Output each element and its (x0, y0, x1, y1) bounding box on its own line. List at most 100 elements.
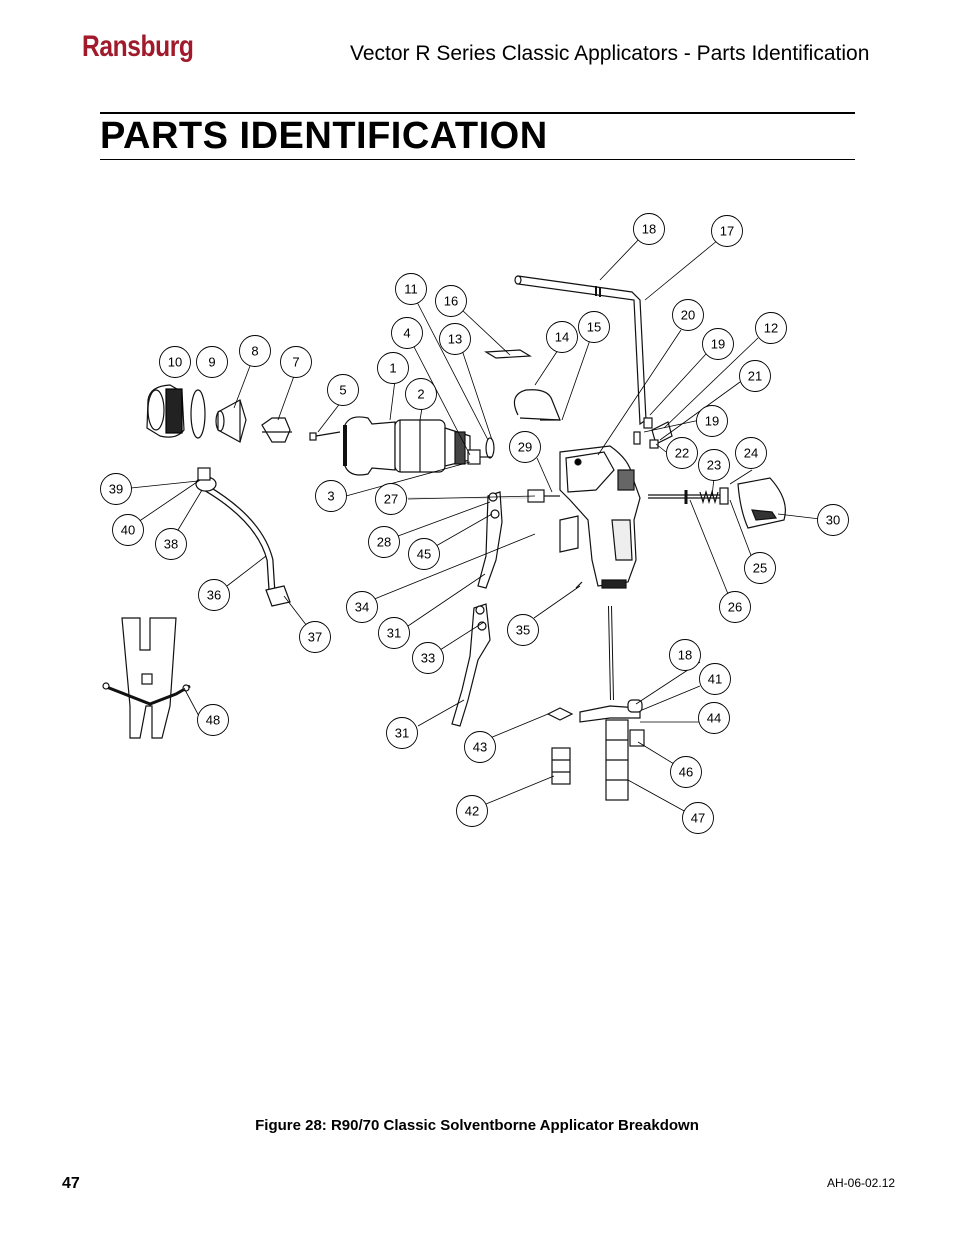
part-fitting-4 (467, 449, 492, 465)
document-code: AH-06-02.12 (827, 1176, 896, 1190)
callout-label: 16 (444, 294, 458, 309)
callout: 26 (719, 591, 751, 623)
callout-label: 11 (404, 282, 418, 297)
callout-label: 43 (473, 740, 487, 755)
callout-label: 10 (168, 355, 182, 370)
title-rule-bottom (100, 159, 855, 160)
callout: 14 (546, 321, 578, 353)
callout-label: 22 (675, 446, 689, 461)
callout: 11 (395, 273, 427, 305)
callout-label: 35 (516, 623, 530, 638)
callout-label: 14 (555, 330, 569, 345)
callout: 30 (817, 504, 849, 536)
callout: 39 (100, 473, 132, 505)
callout-label: 25 (753, 561, 767, 576)
callout-label: 44 (707, 711, 721, 726)
callout: 28 (368, 526, 400, 558)
callout-label: 19 (705, 414, 719, 429)
callout-label: 7 (292, 355, 299, 370)
callout-label: 38 (164, 537, 178, 552)
callout: 43 (464, 731, 496, 763)
callout-label: 21 (748, 369, 762, 384)
callout: 18 (669, 639, 701, 671)
callout-bubbles: 18 17 11 16 20 12 4 13 14 15 19 21 10 9 … (100, 213, 849, 834)
callout-label: 29 (518, 440, 532, 455)
callout: 38 (155, 528, 187, 560)
part-block-35 (559, 515, 583, 589)
callout: 19 (702, 328, 734, 360)
callout: 20 (672, 299, 704, 331)
page-number: 47 (62, 1175, 80, 1192)
callout-label: 39 (109, 482, 123, 497)
callout: 8 (239, 335, 271, 367)
part-disk (485, 437, 495, 459)
callout-label: 15 (587, 320, 601, 335)
callout: 22 (666, 437, 698, 469)
callout: 45 (408, 538, 440, 570)
callout-label: 41 (708, 672, 722, 687)
callout-label: 19 (711, 337, 725, 352)
callout: 44 (698, 702, 730, 734)
callout: 23 (698, 449, 730, 481)
part-hook-bracket (484, 349, 561, 421)
callout: 5 (327, 374, 359, 406)
callout: 37 (299, 621, 331, 653)
callout: 16 (435, 285, 467, 317)
callout-label: 2 (417, 387, 424, 402)
figure-caption: Figure 28: R90/70 Classic Solventborne A… (255, 1117, 699, 1134)
callout: 41 (699, 663, 731, 695)
callout-label: 9 (208, 355, 215, 370)
callout: 9 (196, 346, 228, 378)
callout: 4 (391, 317, 423, 349)
callout-label: 3 (327, 489, 334, 504)
callout: 27 (375, 483, 407, 515)
leader-lines (130, 236, 821, 813)
callout: 7 (280, 346, 312, 378)
brand-logo: Ransburg (82, 30, 194, 63)
callout-label: 31 (395, 726, 409, 741)
callout-label: 4 (403, 326, 410, 341)
callout: 2 (405, 378, 437, 410)
callout: 33 (412, 642, 444, 674)
callout-label: 27 (384, 492, 398, 507)
callout-label: 18 (678, 648, 692, 663)
part-valve-group (633, 417, 673, 449)
part-air-cap (146, 384, 185, 438)
part-needle-tip (309, 431, 341, 441)
part-trigger-lower (451, 603, 491, 727)
callout-label: 23 (707, 458, 721, 473)
callout-label: 26 (728, 600, 742, 615)
callout: 13 (439, 323, 471, 355)
callout: 15 (578, 311, 610, 343)
callout-label: 33 (421, 651, 435, 666)
callout: 36 (198, 579, 230, 611)
part-trigger-upper (477, 491, 503, 589)
callout-label: 18 (642, 222, 656, 237)
callout: 12 (755, 312, 787, 344)
callout-label: 8 (251, 344, 258, 359)
callout-label: 34 (355, 600, 369, 615)
callout-label: 30 (826, 513, 840, 528)
callout: 24 (735, 437, 767, 469)
callout-label: 40 (121, 523, 135, 538)
callout: 3 (315, 480, 347, 512)
page-title: PARTS IDENTIFICATION (100, 115, 548, 157)
callout: 34 (346, 591, 378, 623)
callout-label: 17 (720, 224, 734, 239)
callout: 25 (744, 552, 776, 584)
callout: 19 (696, 405, 728, 437)
callout: 10 (159, 346, 191, 378)
callout: 40 (112, 514, 144, 546)
callout: 18 (633, 213, 665, 245)
callout: 31 (378, 617, 410, 649)
callout-label: 37 (308, 630, 322, 645)
callout: 42 (456, 795, 488, 827)
title-rule-top (100, 112, 855, 114)
part-ring (190, 389, 206, 439)
callout-label: 1 (389, 361, 396, 376)
part-back-cover (737, 477, 786, 529)
part-gun-body (559, 445, 641, 589)
callout-label: 20 (681, 308, 695, 323)
part-nozzle (215, 399, 247, 443)
callout-label: 5 (339, 383, 346, 398)
